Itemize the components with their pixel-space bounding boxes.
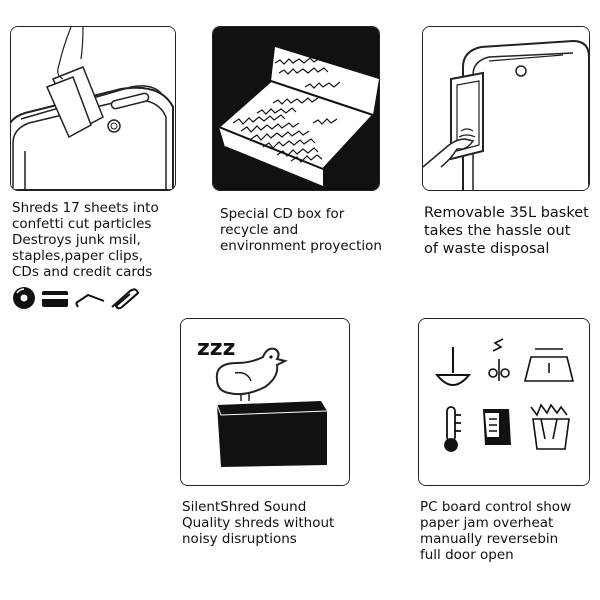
thermometer-icon — [444, 406, 461, 452]
staple-icon — [75, 293, 105, 308]
sleeping-bird-icon: zzz — [181, 319, 349, 485]
caption-line: Quality shreds without — [182, 515, 335, 531]
control-board-icons — [419, 319, 589, 485]
bin-full-icon — [483, 409, 511, 445]
caption-line: Removable 35L basket — [424, 205, 589, 221]
caption-line: noisy disruptions — [182, 531, 297, 547]
caption-line: paper jam overheat — [420, 515, 554, 531]
credit-card-icon — [42, 291, 68, 307]
caption-line: Shreds 17 sheets into — [12, 200, 159, 216]
cd-box-panel — [212, 26, 380, 191]
shredder-caption: Shreds 17 sheets into confetti cut parti… — [12, 200, 159, 280]
caption-line: environment proyection — [220, 238, 382, 254]
cd-box-caption: Special CD box for recycle and environme… — [220, 206, 382, 254]
silent-caption: SilentShred Sound Quality shreds without… — [182, 499, 334, 547]
caption-line: confetti cut particles — [12, 216, 152, 232]
cd-box-icon — [213, 27, 379, 190]
shredder-slot-icon — [11, 27, 175, 190]
control-caption: PC board control show paper jam overheat… — [420, 499, 571, 563]
caption-line: recycle and — [220, 222, 299, 238]
basket-caption: Removable 35L basket takes the hassle ou… — [424, 204, 589, 258]
removable-basket-icon — [423, 27, 589, 190]
overheat-icon — [523, 348, 575, 382]
power-icon — [434, 347, 472, 386]
caption-line: staples,paper clips, — [12, 248, 143, 264]
shredder-panel — [10, 26, 176, 191]
caption-line: Special CD box for — [220, 206, 345, 222]
caption-line: of waste disposal — [424, 241, 550, 257]
caption-line: manually reversebin — [420, 531, 559, 547]
caption-line: PC board control show — [420, 499, 572, 515]
door-open-icon — [530, 403, 570, 450]
silent-panel: zzz — [180, 318, 350, 486]
sleep-text: zzz — [197, 336, 235, 361]
caption-line: full door open — [420, 547, 514, 563]
cd-icon — [13, 287, 35, 309]
caption-line: SilentShred Sound — [182, 499, 307, 515]
shreddable-items-icons — [12, 285, 142, 311]
basket-panel — [422, 26, 590, 191]
caption-line: takes the hassle out — [424, 223, 571, 239]
paper-jam-icon — [488, 338, 510, 381]
caption-line: Destroys junk msil, — [12, 232, 141, 248]
paper-clip-icon — [111, 288, 140, 310]
control-panel — [418, 318, 590, 486]
caption-line: CDs and credit cards — [12, 264, 153, 280]
